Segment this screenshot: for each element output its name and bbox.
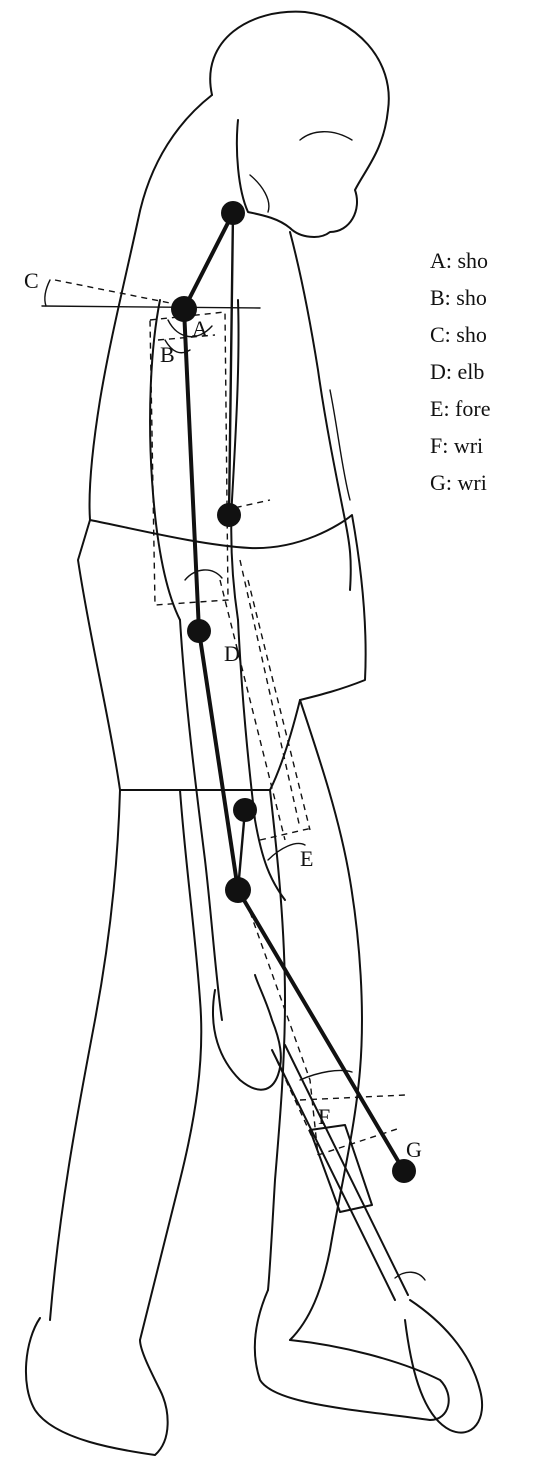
legend-item-d: D: elb <box>430 359 484 384</box>
legend: A: sho B: sho C: sho D: elb E: fore F: w… <box>430 248 490 495</box>
joint-wrist <box>225 877 251 903</box>
hand-outline <box>213 975 281 1090</box>
angle-label-f: F <box>318 1104 330 1129</box>
legend-item-b: B: sho <box>430 285 487 310</box>
shorts-outline <box>78 515 366 790</box>
legend-item-e: E: fore <box>430 396 490 421</box>
angle-label-g: G <box>406 1137 422 1162</box>
forearm-outline <box>180 620 222 1020</box>
rear-shoe-outline <box>26 1318 168 1455</box>
joint-racket <box>392 1159 416 1183</box>
angle-label-d: D <box>224 641 240 666</box>
racket-grip <box>310 1125 372 1212</box>
racket-handle-outline <box>272 1045 408 1300</box>
segment-upper-arm <box>184 309 199 631</box>
chest-outline <box>290 232 351 590</box>
segment-neck-shoulder <box>184 213 233 309</box>
angle-label-e: E <box>300 846 313 871</box>
front-leg-outline <box>290 700 362 1340</box>
angle-label-a: A <box>192 316 208 341</box>
rear-leg-outline <box>50 790 120 1320</box>
legend-item-g: G: wri <box>430 470 487 495</box>
front-shoe-outline <box>255 1290 449 1420</box>
legend-item-a: A: sho <box>430 248 488 273</box>
kinematic-segments <box>184 213 404 1171</box>
segment-trunk <box>229 213 233 515</box>
figure-outline <box>26 12 482 1455</box>
angle-arc-c <box>45 280 50 306</box>
angle-arc-d <box>185 570 222 580</box>
joint-elbow <box>187 619 211 643</box>
joint-neck <box>221 201 245 225</box>
legend-item-c: C: sho <box>430 322 487 347</box>
racket-head-outline <box>405 1300 482 1433</box>
legend-item-f: F: wri <box>430 433 483 458</box>
joint-forearm-marker <box>233 798 257 822</box>
joint-hip <box>217 503 241 527</box>
angle-label-c: C <box>24 268 39 293</box>
reference-lines <box>42 280 405 1155</box>
angle-label-b: B <box>160 342 175 367</box>
